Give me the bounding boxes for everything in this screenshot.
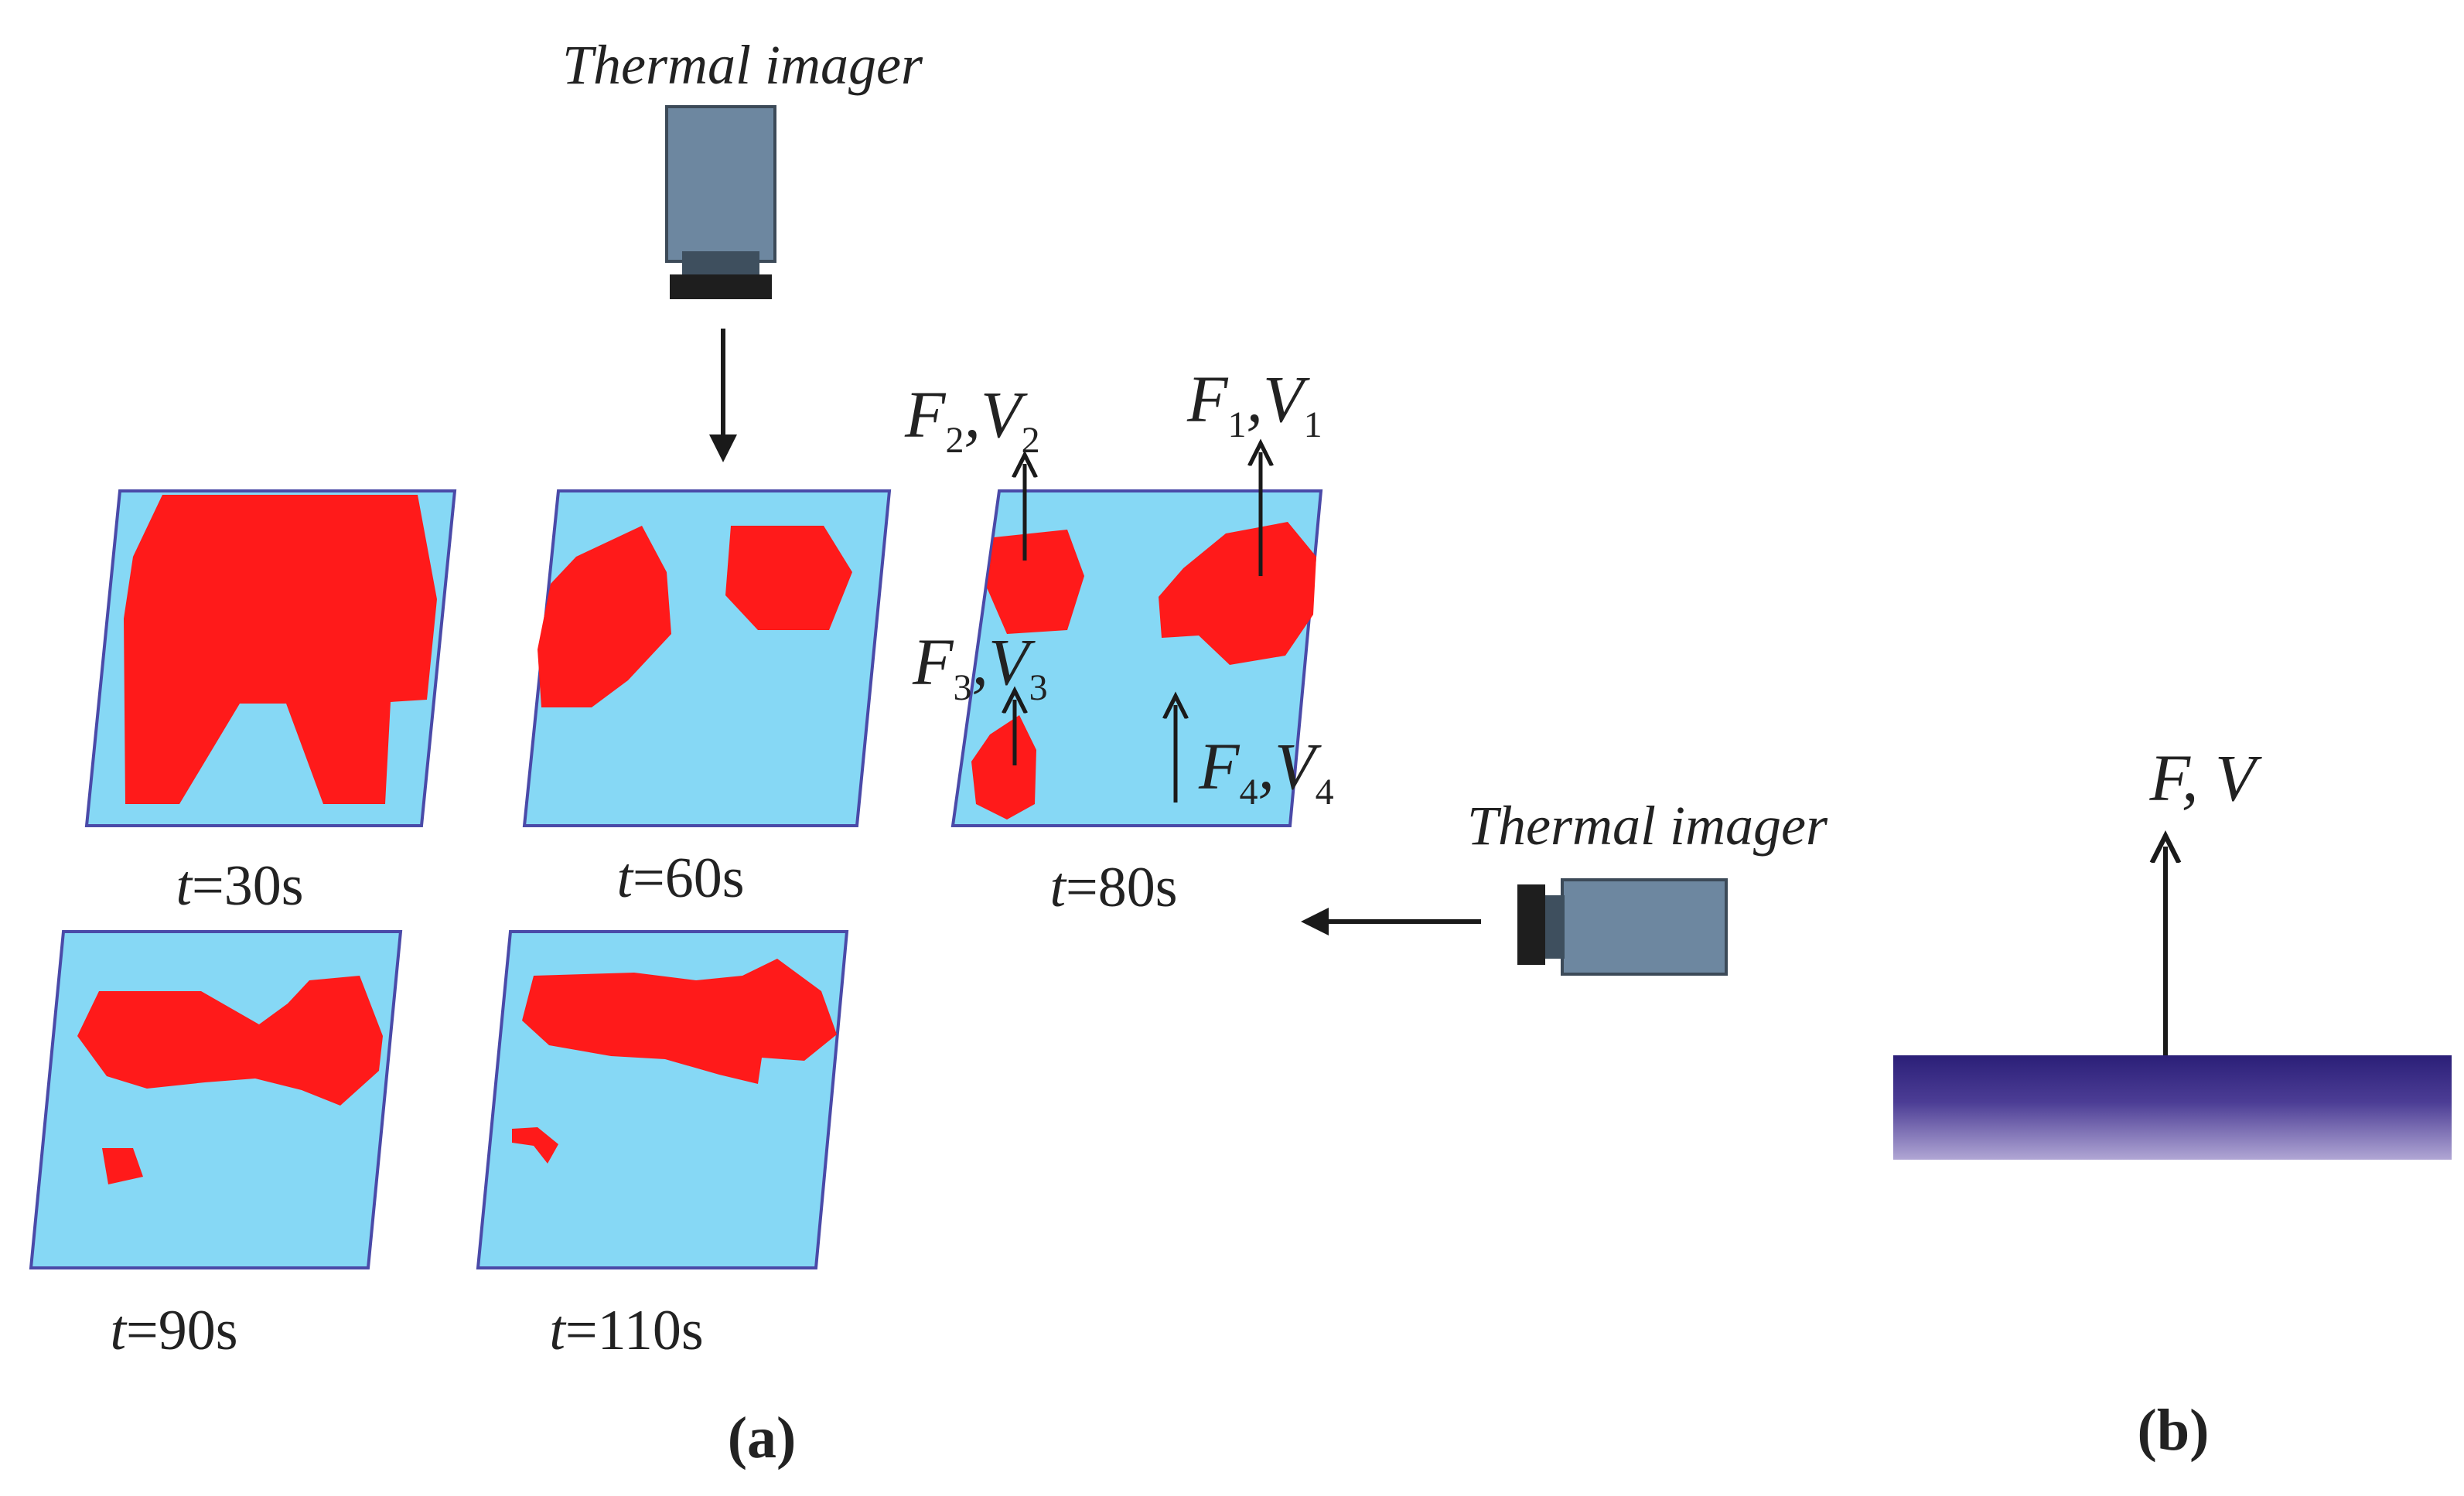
hot-region [522, 959, 837, 1084]
force-label-2: F2,V2 [904, 377, 1040, 461]
frame-60s [522, 489, 892, 827]
camera-top-label: Thermal imager [562, 34, 923, 96]
frame-60s-label: t=60s [616, 847, 744, 910]
hot-region [971, 715, 1036, 820]
frame-90s [29, 930, 403, 1269]
hot-region [987, 530, 1084, 634]
hot-region [725, 526, 852, 630]
frame-80s [950, 489, 1323, 827]
force-label-3: F3,V3 [912, 625, 1048, 708]
frame-110s [476, 930, 849, 1269]
hot-region [512, 1127, 558, 1164]
hot-region [1159, 522, 1316, 665]
substrate-surface [1893, 1055, 2452, 1160]
camera-top-icon [665, 105, 776, 299]
hot-region [124, 495, 437, 804]
frame-90s-label: t=90s [110, 1299, 237, 1362]
camera-side-label: Thermal imager [1467, 795, 1828, 857]
frame-80s-label: t=80s [1049, 856, 1177, 919]
force-label-4: F4,V4 [1198, 729, 1334, 813]
hot-region [538, 526, 671, 707]
hot-region [77, 976, 383, 1106]
frame-30s [84, 489, 457, 827]
panel-label-b: (b) [2138, 1398, 2210, 1463]
panel-b-force-label: F, V [2149, 741, 2262, 815]
camera-side-icon [1517, 878, 1728, 976]
force-label-1: F1,V1 [1186, 362, 1322, 445]
frame-30s-label: t=30s [176, 854, 303, 918]
hot-region [102, 1148, 143, 1184]
panel-label-a: (a) [728, 1406, 797, 1470]
frame-110s-label: t=110s [549, 1299, 703, 1362]
